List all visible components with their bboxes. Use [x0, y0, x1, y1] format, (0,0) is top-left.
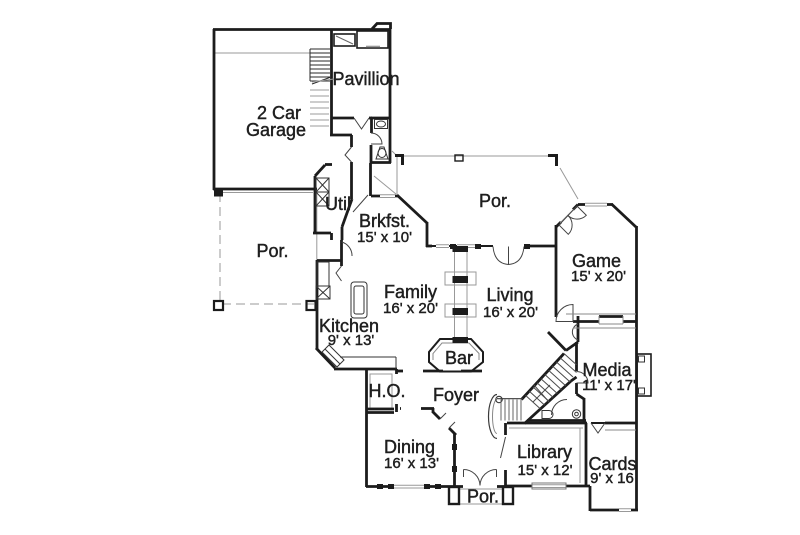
svg-text:Game: Game — [572, 251, 621, 271]
svg-text:Foyer: Foyer — [433, 385, 479, 405]
svg-text:2 Car: 2 Car — [257, 103, 301, 123]
svg-text:Brkfst.: Brkfst. — [359, 211, 410, 231]
svg-text:Por.: Por. — [256, 241, 288, 261]
svg-text:Library: Library — [517, 442, 572, 462]
svg-text:16' x 20': 16' x 20' — [483, 304, 538, 321]
svg-text:Garage: Garage — [246, 120, 306, 140]
svg-text:11' x 17': 11' x 17' — [582, 377, 636, 394]
svg-text:Family: Family — [384, 282, 437, 302]
svg-text:Living: Living — [486, 285, 533, 305]
svg-text:9' x 13': 9' x 13' — [328, 332, 375, 349]
svg-text:15' x 20': 15' x 20' — [571, 268, 626, 285]
svg-text:Util: Util — [325, 194, 351, 214]
svg-text:9' x 16: 9' x 16 — [590, 470, 634, 487]
svg-text:H.O.: H.O. — [368, 381, 405, 401]
svg-text:Pavillion: Pavillion — [332, 69, 399, 89]
svg-text:Cards: Cards — [588, 454, 636, 474]
svg-text:Por.: Por. — [479, 191, 511, 211]
svg-text:Media: Media — [582, 360, 632, 380]
svg-text:Kitchen: Kitchen — [319, 316, 379, 336]
svg-text:16' x 20': 16' x 20' — [383, 300, 438, 317]
svg-text:Por.: Por. — [467, 487, 499, 507]
svg-text:16' x 13': 16' x 13' — [384, 455, 439, 472]
svg-text:Bar: Bar — [445, 348, 473, 368]
svg-text:15' x 12': 15' x 12' — [518, 462, 573, 479]
svg-text:15' x 10': 15' x 10' — [357, 229, 412, 246]
svg-text:Dining: Dining — [384, 437, 435, 457]
